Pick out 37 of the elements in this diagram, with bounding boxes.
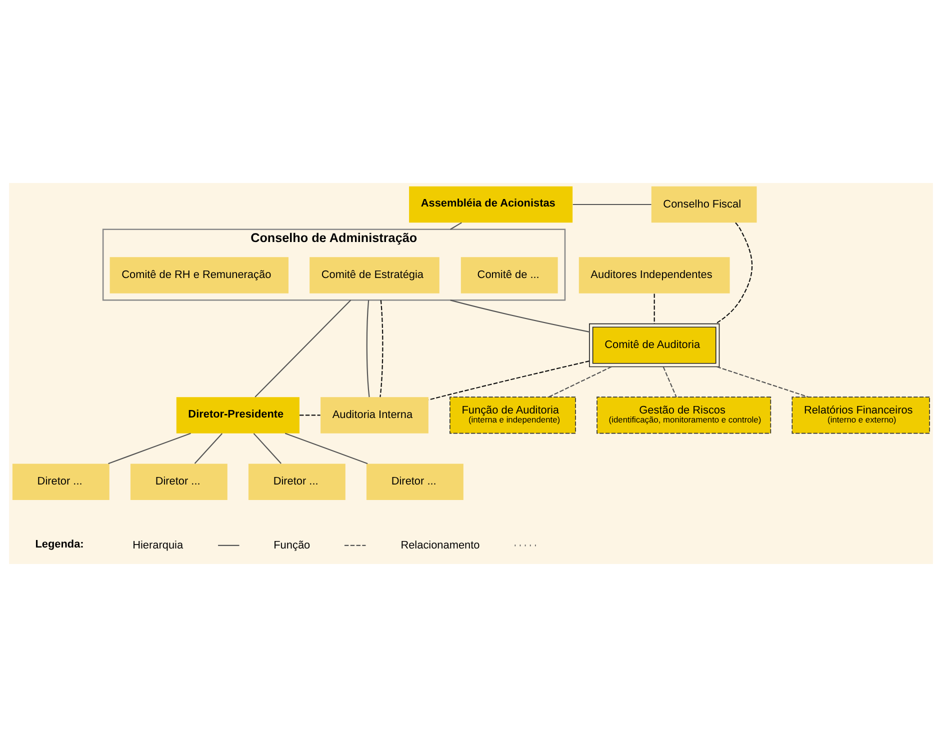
connector	[662, 366, 677, 398]
node-box: Comitê de Estratégia	[310, 257, 440, 294]
connector	[716, 366, 808, 398]
connector	[428, 360, 590, 400]
connector	[254, 300, 352, 398]
node-box: Diretor ...	[12, 464, 110, 500]
node-box: Comitê de ...	[460, 257, 558, 294]
node-box: Diretor-Presidente	[176, 397, 300, 434]
connector	[284, 432, 368, 464]
connector	[654, 294, 655, 324]
connector	[253, 433, 282, 464]
node-box: Função de Auditoria (interna e independente)	[450, 396, 576, 434]
connector	[715, 222, 753, 324]
connector	[108, 432, 191, 464]
node-box: Comitê de RH e Remuneração	[110, 257, 288, 294]
node-box: Comitê de Auditoria	[589, 323, 720, 368]
connector	[300, 414, 320, 416]
connector	[194, 433, 223, 464]
connector	[450, 222, 462, 230]
node-box: Relatórios Financeiros (interno e externo)	[792, 396, 930, 434]
connector	[366, 300, 370, 398]
legend-label: Relacionamento	[400, 539, 480, 552]
node-box: Assembléia de Acionistas	[409, 186, 573, 223]
connector	[450, 300, 590, 332]
label: Legenda:	[35, 538, 84, 550]
connector	[380, 300, 384, 398]
connector	[548, 366, 612, 398]
node-box: Gestão de Riscos (identificação, monitoramento e controle)	[596, 396, 772, 434]
node-box: Auditores Independentes	[578, 257, 730, 294]
node-box: Diretor ...	[248, 464, 346, 500]
connector	[572, 204, 652, 206]
node-box: Conselho Fiscal	[651, 186, 757, 223]
node-box: Diretor ...	[366, 464, 464, 500]
legend-label: Hierarquia	[132, 539, 184, 552]
node-box: Auditoria Interna	[320, 397, 428, 434]
legend-label: Função	[274, 539, 310, 552]
node-box: Diretor ...	[130, 464, 228, 500]
